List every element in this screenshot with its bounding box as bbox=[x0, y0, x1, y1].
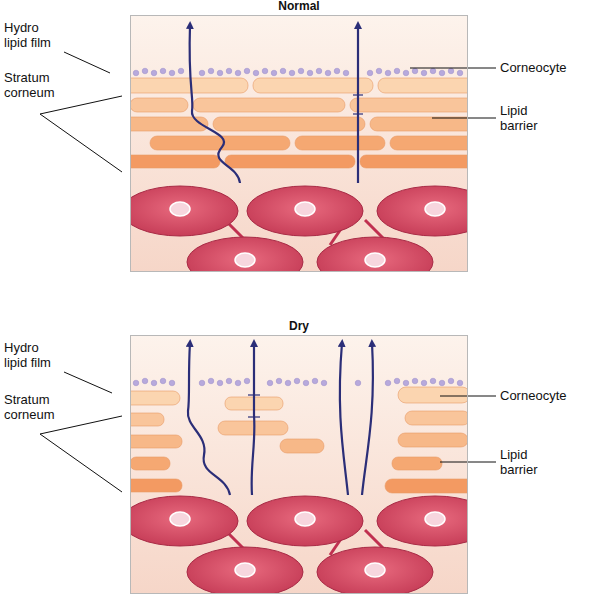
skin-panel: Dry bbox=[130, 335, 468, 594]
dry-skin bbox=[120, 335, 493, 597]
callout-label: Corneocyte bbox=[500, 388, 590, 403]
callout-label: Lipid barrier bbox=[500, 103, 550, 133]
panel-title: Normal bbox=[131, 0, 467, 13]
callout-label: Stratum corneum bbox=[4, 70, 66, 100]
normal-skin bbox=[120, 15, 493, 287]
callout-label: Hydro lipid film bbox=[4, 340, 64, 370]
callout-label: Lipid barrier bbox=[500, 447, 550, 477]
skin-panel: Normal bbox=[130, 15, 468, 272]
panel-title: Dry bbox=[131, 319, 467, 333]
callout-label: Corneocyte bbox=[500, 60, 590, 75]
callout-label: Hydro lipid film bbox=[4, 20, 64, 50]
callout-label: Stratum corneum bbox=[4, 392, 66, 422]
leader-lines bbox=[40, 52, 496, 492]
